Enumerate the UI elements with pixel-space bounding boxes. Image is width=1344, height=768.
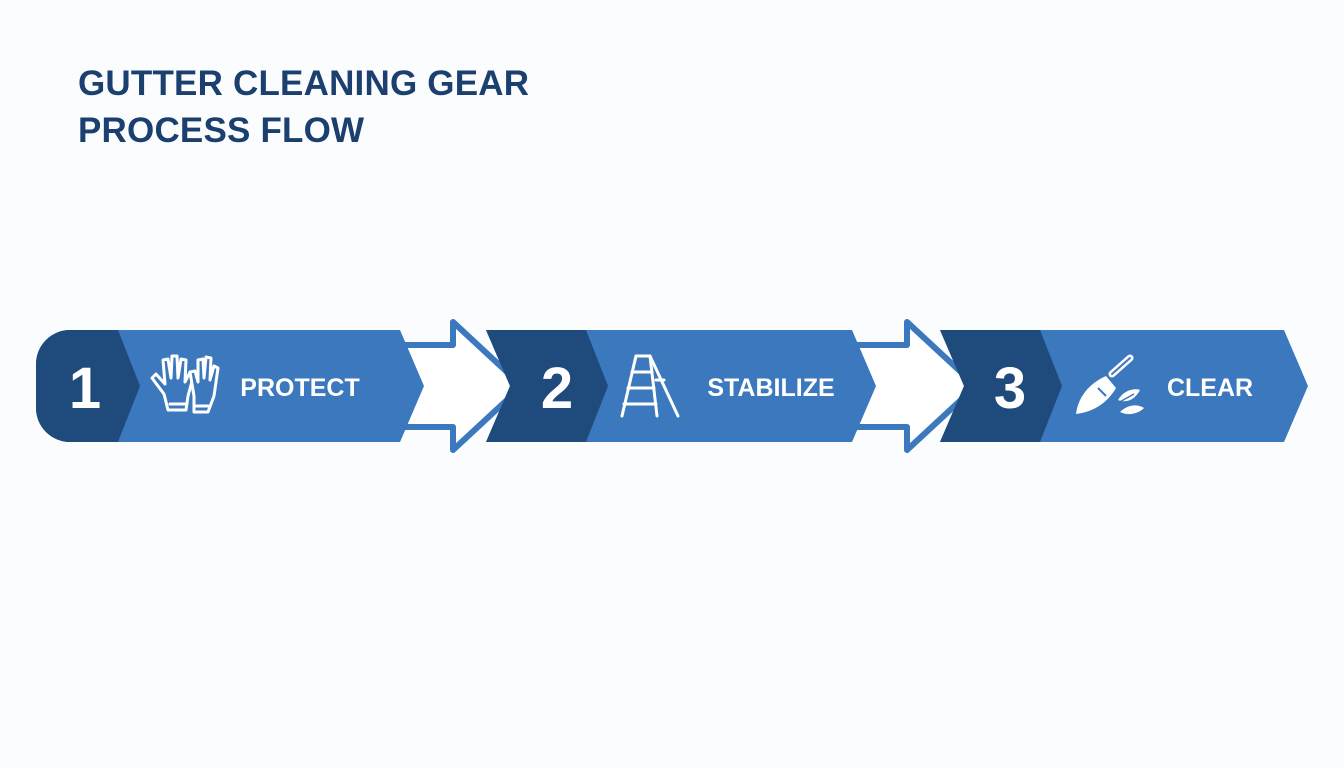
title-line-2: PROCESS FLOW <box>78 111 365 150</box>
trowel-leaves-icon <box>1076 354 1144 415</box>
step-2-number: 2 <box>541 356 573 421</box>
page-title: GUTTER CLEANING GEAR PROCESS FLOW <box>78 60 529 154</box>
ladder-icon <box>620 354 680 418</box>
step-3-number: 3 <box>994 356 1026 421</box>
step-1-label: PROTECT <box>240 374 359 402</box>
gloves-icon <box>150 354 220 414</box>
step-2-label: STABILIZE <box>707 374 834 402</box>
step-3-label: CLEAR <box>1167 374 1253 402</box>
step-2: 2 STABILIZE <box>486 330 876 442</box>
step-1: 1 PROTECT <box>36 330 424 442</box>
step-1-number: 1 <box>69 356 101 421</box>
step-3: 3 CLEAR <box>940 330 1308 442</box>
title-line-1: GUTTER CLEANING GEAR <box>78 64 530 103</box>
